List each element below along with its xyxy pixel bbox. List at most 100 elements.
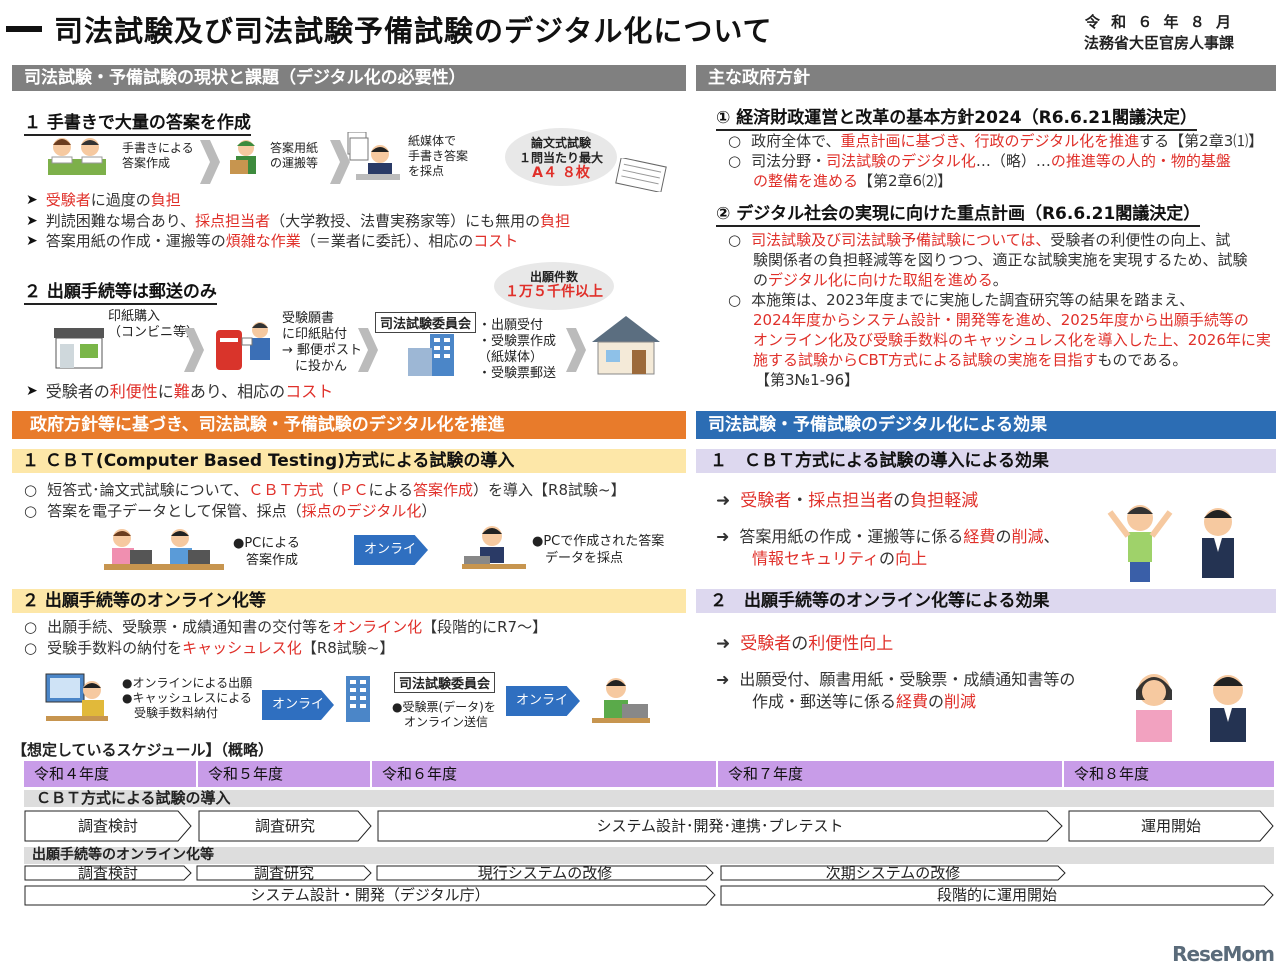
issue2-bullet1: ➤受験者の利便性に難あり、相応のコスト (26, 381, 333, 402)
online-effect1: ➜受験者の利便性向上 (716, 634, 893, 655)
pc-answer-label: ●PCによる 答案作成 (233, 536, 300, 568)
policy-text: 施する試験からCBT方式による試験の実施を目指す (753, 351, 1098, 369)
issue2-title: ２ 出願手続等は郵送のみ (24, 277, 217, 305)
online-line1: ○出願手続、受験票・成績通知書の交付等をオンライン化【段階的にR7～】 (24, 617, 547, 638)
schedule-title: 【想定しているスケジュール】（概略） (12, 741, 274, 759)
bullet-text: 負担 (540, 212, 571, 230)
phase-label: 運用開始 (1140, 817, 1201, 835)
issue1-bullet3: ➤答案用紙の作成・運搬等の煩雑な作業（＝業者に委託）、相応のコスト (26, 231, 518, 252)
bar-exam-committee-box: 司法試験委員会 (394, 672, 496, 693)
circle-bullet-icon: ○ (24, 502, 38, 520)
arrow-bullet-icon: ➤ (26, 192, 38, 208)
effect-text: 受験者 (740, 634, 792, 654)
arrow-right-icon: ➜ (716, 670, 730, 689)
policy1-line2: ○ 司法分野・司法試験のデジタル化…（略）…の推進等の人的・物的基盤 (728, 151, 1231, 172)
policy1-title: ① 経済財政運営と改革の基本方針2024（R6.6.21閣議決定） (716, 103, 1197, 131)
arrow-bullet-icon: ➤ (26, 383, 38, 399)
mailbox-illustration (206, 316, 280, 372)
delivery-worker-illustration (226, 138, 266, 184)
bullet-text: （大学教授、法曹実務家等）にも無用の (270, 212, 541, 230)
issue1-bullet1: ➤受験者に過度の負担 (26, 190, 181, 211)
house-illustration (586, 312, 666, 376)
convenience-store-icon (52, 326, 106, 370)
bullet-text: 難 (173, 382, 190, 401)
cbt-line1: ○短答式･論文式試験について、ＣＢＴ方式（ＰＣによる答案作成）を導入【R8試験~… (24, 480, 626, 501)
bullet-text: 答案用紙の作成・運搬等の (45, 232, 226, 250)
policy-text: 政府全体で、 (751, 132, 841, 150)
effect-text: 利便性向上 (808, 634, 894, 654)
cbt-schedule-label: ＣＢＴ方式による試験の導入 (24, 790, 1274, 807)
effect-text: 負担軽減 (910, 491, 979, 511)
online-effect3: 作成・郵送等に係る経費の削減 (752, 691, 976, 712)
chevron-right-icon (330, 140, 350, 184)
circle-bullet-icon: ○ (728, 132, 742, 150)
smiling-people-illustration (1118, 660, 1268, 744)
effect-text: 作成・郵送等に係る (752, 692, 897, 711)
effect-text: 削減 (1011, 527, 1044, 546)
cbt-effects-title: １ ＣＢＴ方式による試験の導入による効果 (696, 449, 1276, 473)
phase-label: 調査検討 (77, 864, 138, 882)
circle-bullet-icon: ○ (24, 639, 38, 657)
cbt-text: （ (323, 481, 339, 499)
policy1-line1: ○政府全体で、重点計画に基づき、行政のデジタル化を推進する【第2章3⑴】 (728, 131, 1263, 152)
cbt-phase-development: システム設計･開発･連携･プレテスト (377, 810, 1063, 842)
phase-label: 次期システムの改修 (825, 864, 961, 882)
fig-grading-label: 紙媒体で 手書き答案 を採点 (408, 134, 469, 178)
bullet-text: 利便性 (109, 382, 158, 401)
year-r8: 令和８年度 (1064, 761, 1274, 787)
happy-people-illustration (1100, 492, 1264, 584)
policy-text: の整備を進める (753, 172, 859, 190)
effect-text: 、 (1043, 527, 1060, 546)
policy-text: の推進等の人的・物的基盤 (1050, 152, 1231, 170)
effect-text: 削減 (944, 692, 977, 711)
cbt-text: ） (421, 502, 437, 520)
policy-text: 司法分野・ (751, 152, 827, 170)
phase-label: システム設計・開発（デジタル庁） (250, 886, 490, 904)
online-phase-research: 調査研究 (196, 865, 372, 881)
fig-application-label: 受験願書 に印紙貼付 → 郵便ポスト に投かん (282, 311, 363, 374)
online-text: 出願手続、受験票・成績通知書の交付等を (47, 618, 333, 636)
policy-text: 受験者の利便性の向上、試 (1050, 231, 1231, 249)
online-line2: ○受験手数料の納付をキャッシュレス化【R8試験~】 (24, 638, 394, 659)
cbt-effect3: 情報セキュリティの向上 (752, 548, 927, 569)
current-issues-header: 司法試験・予備試験の現状と課題（デジタル化の必要性） (12, 65, 686, 91)
promote-digitalization-header: 政府方針等に基づき、司法試験・予備試験のデジタル化を推進 (12, 411, 686, 439)
online-procedures-title: ２ 出願手続等のオンライン化等 (12, 589, 686, 613)
policy-text: する【第2章3⑴】 (1139, 132, 1264, 150)
phase-label: 現行システムの改修 (477, 864, 613, 882)
examinee-laptop-illustration (588, 672, 654, 726)
schedule-years-row: 令和４年度 令和５年度 令和６年度 令和７年度 令和８年度 (24, 761, 1274, 787)
online-schedule-label: 出願手続等のオンライン化等 (24, 847, 1274, 864)
policy-text: 。 (992, 271, 1008, 289)
online-phase-digital-agency: システム設計・開発（デジタル庁） (24, 885, 716, 906)
date-block: 令 和 ６ 年 ８ 月 法務省大臣官房人事課 (1084, 12, 1234, 54)
arrow-right-icon: ➜ (716, 527, 730, 546)
year-r7: 令和７年度 (718, 761, 1064, 787)
arrow-bullet-icon: ➤ (26, 233, 38, 249)
policy-text: ものである。 (1097, 351, 1188, 369)
circle-bullet-icon: ○ (728, 291, 742, 309)
policy2-line6: オンライン化及び受験手数料のキャッシュレス化を導入した上、2026年に実 (753, 331, 1271, 349)
bubble-highlight: １万５千件以上 (505, 284, 603, 300)
effect-text: 情報セキュリティ (752, 549, 880, 568)
effects-header: 司法試験・予備試験のデジタル化による効果 (696, 411, 1276, 439)
year-r6: 令和６年度 (372, 761, 718, 787)
circle-bullet-icon: ○ (728, 152, 742, 170)
bullet-text: 受験者 (45, 191, 91, 209)
policy-text: 司法試験のデジタル化 (826, 152, 976, 170)
cbt-text: ＰＣ (338, 481, 369, 499)
title-bar (6, 26, 42, 32)
policy-text: 【第2章6⑵】 (858, 172, 953, 190)
chevron-right-icon (566, 328, 586, 372)
online-text: 【R8試験~】 (301, 639, 395, 657)
issue1-title: １ 手書きで大量の答案を作成 (24, 108, 251, 136)
phase-label: 調査研究 (253, 864, 314, 882)
policy2-line7: 施する試験からCBT方式による試験の実施を目指すものである。 (753, 350, 1187, 371)
cbt-text: 答案作成 (413, 481, 474, 499)
policy-text: の (753, 271, 769, 289)
policy-text: …（略）… (975, 152, 1051, 170)
exam-ticket-label: ●受験票(データ)を オンライン送信 (392, 700, 496, 729)
policy2-line5: 2024年度からシステム設計・開発等を進め、2025年度から出願手続等の (753, 311, 1249, 329)
building-illustration (340, 674, 376, 724)
issue1-bullet2: ➤判読困難な場合あり、採点担当者（大学教授、法曹実務家等）にも無用の負担 (26, 211, 570, 232)
